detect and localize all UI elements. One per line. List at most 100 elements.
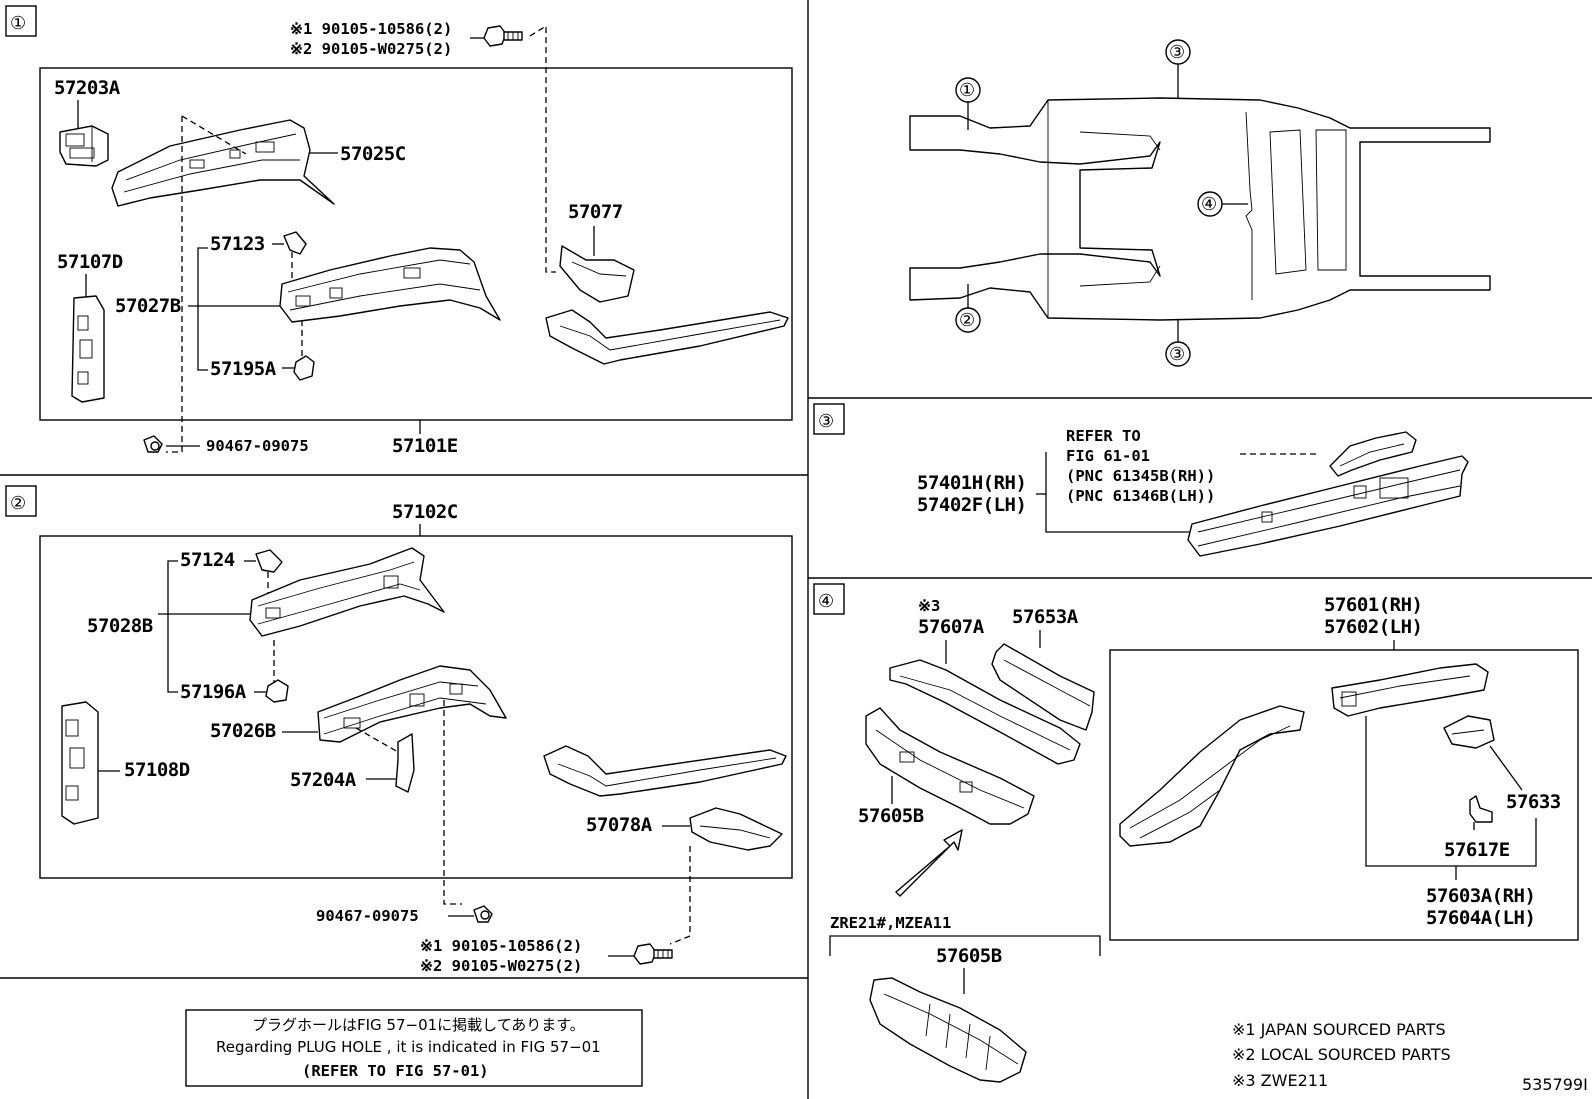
label-57028B: 57028B [87, 615, 153, 637]
section-4-marker: ④ [818, 591, 834, 612]
part-57203A [59, 125, 109, 167]
refer-l3: (PNC 61345B(RH)) [1066, 467, 1215, 485]
label-57196A: 57196A [180, 681, 247, 703]
underbody-overview: ① ② ③ ③ ④ [909, 39, 1491, 367]
overview-marker-1: ① [959, 80, 975, 101]
section-2: ② 57102C 57124 57028B 57196A 57026B [5, 485, 793, 975]
label-57602: 57602(LH) [1324, 616, 1422, 638]
fastener-note-1a: ※1 90105-10586(2) [290, 20, 452, 38]
label-57203A: 57203A [54, 77, 121, 99]
section-4-marker-box [813, 583, 845, 615]
overview-marker-3a: ③ [1169, 42, 1185, 63]
part-57204A [395, 733, 415, 793]
part-rocker-s1 [545, 309, 789, 365]
label-57107D: 57107D [57, 251, 123, 273]
section-3-marker-box [813, 403, 845, 435]
section-1-frame [39, 67, 793, 421]
label-star3: ※3 [918, 597, 940, 615]
part-57124 [255, 549, 283, 573]
part-57077 [559, 245, 635, 303]
part-57195A [293, 355, 315, 381]
label-57617E: 57617E [1444, 839, 1510, 861]
clip-icon [143, 435, 163, 453]
section-3-marker: ③ [818, 411, 834, 432]
label-57633: 57633 [1506, 791, 1561, 813]
label-57078A: 57078A [586, 814, 653, 836]
label-57108D: 57108D [124, 759, 190, 781]
section-1-marker-box [5, 5, 37, 37]
part-57026B [317, 665, 507, 743]
label-57653A: 57653A [1012, 606, 1079, 628]
refer-l4: (PNC 61346B(LH)) [1066, 487, 1215, 505]
part-57617E [1469, 795, 1493, 823]
part-57633 [1443, 715, 1495, 749]
label-57603A: 57603A(RH) [1426, 885, 1535, 907]
label-57123: 57123 [210, 233, 265, 255]
diagram-id: 535799I [1522, 1075, 1588, 1094]
overview-marker-3b: ③ [1169, 344, 1185, 365]
fastener-note-2b: ※2 90105-W0275(2) [420, 957, 582, 975]
part-57653A [991, 643, 1095, 731]
section-2-marker: ② [10, 493, 26, 514]
part-57196A [265, 679, 289, 703]
part-57601-lower [1119, 705, 1305, 847]
section-1-marker: ① [10, 13, 26, 34]
label-57025C: 57025C [340, 143, 406, 165]
plug-note-en: Regarding PLUG HOLE , it is indicated in… [216, 1038, 601, 1056]
note-3: ※3 ZWE211 [1232, 1071, 1328, 1090]
fastener-note-1b: ※2 90105-W0275(2) [290, 40, 452, 58]
part-57605B [865, 707, 1035, 825]
clip-icon [473, 905, 493, 923]
part-57605B-variant [869, 977, 1027, 1083]
part-57028B [249, 547, 445, 637]
arrow-icon [895, 829, 963, 897]
label-57402F: 57402F(LH) [917, 494, 1026, 516]
section-2-frame [39, 535, 793, 879]
label-57124: 57124 [180, 549, 235, 571]
label-57026B: 57026B [210, 720, 276, 742]
label-57077: 57077 [568, 201, 623, 223]
label-57605B-b: 57605B [936, 945, 1002, 967]
section-2-marker-box [5, 485, 37, 517]
overview-marker-4: ④ [1201, 194, 1217, 215]
part-rocker-s2 [543, 745, 787, 797]
part-61345B [1329, 431, 1417, 477]
part-57601-upper [1331, 663, 1489, 717]
refer-l1: REFER TO [1066, 427, 1141, 445]
part-57025C [111, 119, 335, 207]
section-3: ③ REFER TO FIG 61-01 (PNC 61345B(RH)) (P… [813, 403, 1469, 557]
label-57101E: 57101E [392, 435, 458, 457]
label-57401H: 57401H(RH) [917, 472, 1026, 494]
plug-hole-note: プラグホールはFIG 57−01に掲載してあります。 Regarding PLU… [185, 1009, 643, 1087]
label-57607A: 57607A [918, 616, 985, 638]
note-1: ※1 JAPAN SOURCED PARTS [1232, 1020, 1446, 1039]
part-57107D [71, 295, 105, 403]
part-57607A [889, 659, 1081, 765]
plug-note-jp: プラグホールはFIG 57−01に掲載してあります。 [252, 1016, 585, 1034]
bolt-icon [483, 25, 523, 47]
part-57027B [279, 247, 501, 323]
label-57605B: 57605B [858, 805, 924, 827]
section-4-frame [1109, 649, 1579, 941]
label-57601: 57601(RH) [1324, 594, 1422, 616]
label-variant: ZRE21#,MZEA11 [830, 914, 951, 932]
overview-marker-2: ② [959, 310, 975, 331]
note-2: ※2 LOCAL SOURCED PARTS [1232, 1045, 1451, 1064]
section-1: ① ※1 90105-10586(2) ※2 90105-W0275(2) 57… [5, 5, 793, 457]
label-57604A: 57604A(LH) [1426, 907, 1535, 929]
plug-note-ref: (REFER TO FIG 57-01) [302, 1062, 489, 1080]
label-57102C: 57102C [392, 501, 458, 523]
part-57401H [1187, 455, 1469, 557]
part-57108D [61, 701, 99, 825]
label-57195A: 57195A [210, 358, 277, 380]
fastener-note-2a: ※1 90105-10586(2) [420, 937, 582, 955]
part-57078A [689, 807, 783, 851]
label-90467-s2: 90467-09075 [316, 907, 419, 925]
plug-hole-note-frame [185, 1009, 643, 1087]
label-57027B: 57027B [115, 295, 181, 317]
bolt-icon [633, 943, 673, 965]
label-57204A: 57204A [290, 769, 357, 791]
refer-l2: FIG 61-01 [1066, 447, 1150, 465]
